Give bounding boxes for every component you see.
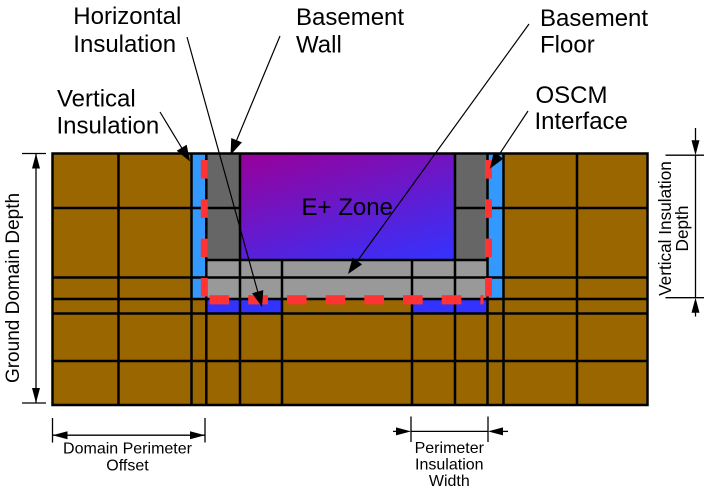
svg-text:OSCM: OSCM xyxy=(536,82,608,109)
svg-text:Wall: Wall xyxy=(296,32,342,59)
svg-text:Insulation: Insulation xyxy=(415,456,484,473)
svg-text:Horizontal: Horizontal xyxy=(73,3,181,30)
svg-text:E+ Zone: E+ Zone xyxy=(302,194,393,221)
svg-text:Ground Domain Depth: Ground Domain Depth xyxy=(3,193,24,383)
svg-text:Insulation: Insulation xyxy=(57,112,160,139)
svg-text:Vertical: Vertical xyxy=(57,86,136,113)
svg-text:Domain Perimeter: Domain Perimeter xyxy=(63,440,193,457)
svg-text:Vertical Insulation: Vertical Insulation xyxy=(655,161,675,296)
svg-text:Width: Width xyxy=(429,473,470,488)
svg-text:Basement: Basement xyxy=(296,4,404,31)
svg-text:Insulation: Insulation xyxy=(73,31,176,58)
svg-text:Offset: Offset xyxy=(106,457,149,474)
svg-text:Floor: Floor xyxy=(540,31,595,58)
svg-text:Basement: Basement xyxy=(540,5,648,32)
svg-text:Interface: Interface xyxy=(535,108,628,135)
svg-text:Depth: Depth xyxy=(672,206,692,252)
svg-text:Perimeter: Perimeter xyxy=(415,440,485,457)
